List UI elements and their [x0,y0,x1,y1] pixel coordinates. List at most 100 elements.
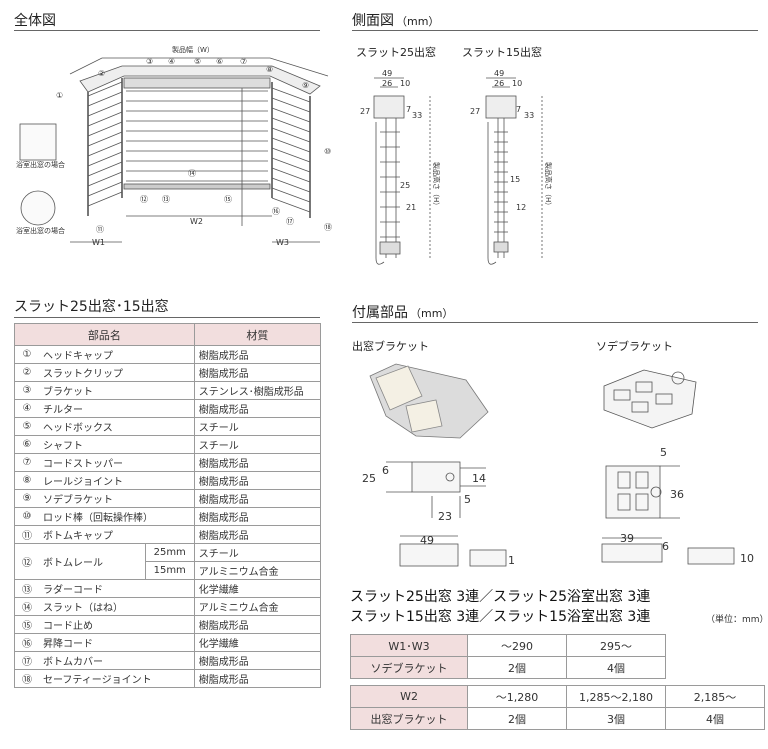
s25-dim-10: 10 [400,79,410,88]
part-subtype: 25mm [144,543,195,562]
sode-bracket-label: ソデブラケット [596,340,673,353]
part-material: 樹脂成形品 [193,399,322,418]
callout-12: ⑫ [140,195,148,204]
side-view-title-text: 側面図 [352,13,394,29]
sode-dim-10: 10 [740,552,754,565]
s25-dim-7: 7 [406,105,411,114]
sode-dim-5: 5 [660,446,667,459]
callout-17: ⑰ [286,217,294,226]
w2-range-2: 1,285～2,180 [566,685,666,708]
side-view-diagram: 49 26 10 27 7 33 25 21 49 26 10 27 7 33 … [360,69,553,265]
part-material: アルミニウム合金 [193,561,322,580]
part-number: ⑤ [14,417,39,436]
accessories-title-text: 付属部品 [352,305,408,321]
demado-qty-3: 4個 [665,707,765,730]
w1w3-range-1: ～290 [467,634,567,657]
part-name: チルター [39,399,195,418]
part-material: スチール [193,435,322,454]
part-name: コードストッパー [39,453,195,472]
s15-dim-33: 33 [524,111,534,120]
part-name: セーフティージョイント [39,669,195,688]
accessories-unit: （mm） [410,307,454,320]
right-slats [271,87,311,213]
table-row: 出窓ブラケット 2個 3個 4個 [350,707,765,730]
w1w3-range-2: 295～ [566,634,666,657]
part-material: 樹脂成形品 [193,507,322,526]
s15-dim-10: 10 [512,79,522,88]
product-width-label: 製品幅（W） [172,45,214,54]
s25-dim-33: 33 [412,111,422,120]
demado-dim-11: 11 [508,554,516,567]
parts-header-row: 部品名 材質 [14,323,322,346]
callout-16: ⑯ [272,207,280,216]
demado-bracket-header: 出窓ブラケット [350,707,468,730]
demado-dim-49: 49 [420,534,434,547]
part-material: 化学繊維 [193,633,322,652]
callout-15: ⑮ [224,195,232,204]
part-name: ヘッドボックス [39,417,195,436]
part-number: ⑯ [14,633,39,652]
callout-13: ⑬ [162,195,170,204]
demado-bracket-drawing: 6 25 14 5 23 49 11 [362,363,516,567]
part-material: 樹脂成形品 [193,651,322,670]
side-view-rule [352,30,758,31]
sode-bracket-header: ソデブラケット [350,656,468,679]
overall-title: 全体図 [14,13,56,29]
sode-qty-2: 4個 [566,656,666,679]
part-material: ステンレス･樹脂成形品 [193,381,322,400]
parts-title: スラット25出窓･15出窓 [14,299,169,315]
sode-dim-39: 39 [620,532,634,545]
accessories-rule [352,322,758,323]
part-name: シャフト [39,435,195,454]
callout-8: ⑧ [266,65,273,74]
part-name: ヘッドキャップ [39,345,195,364]
part-name: スラット（はね） [39,597,195,616]
sode-dim-6: 6 [662,540,669,553]
sode-bracket-drawing: 5 36 6 39 10 [601,369,754,565]
part-number: ⑩ [14,507,39,526]
inset-box-1 [19,123,57,161]
part-material: 樹脂成形品 [193,525,322,544]
s15-height-label: 製品高さ（H） [544,162,553,209]
slat25-ladder [380,131,400,238]
part-material: 樹脂成形品 [193,489,322,508]
w3-label: W3 [276,238,289,247]
s25-dim-25: 25 [400,181,410,190]
table-row: 15mm アルミニウム合金 [15,561,322,580]
table-row: W1･W3 ～290 295～ [350,634,666,657]
sode-bracket-qty-table: W1･W3 ～290 295～ ソデブラケット 2個 4個 [350,634,666,679]
s25-height-label: 製品高さ（H） [432,162,441,209]
callout-18: ⑱ [324,223,332,232]
part-name: 昇降コード [39,633,195,652]
demado-qty-2: 3個 [566,707,666,730]
center-slats [126,90,268,182]
part-name: ボトムカバー [39,651,195,670]
part-number: ④ [14,399,39,418]
part-material: アルミニウム合金 [193,597,322,616]
w2-range-3: 2,185～ [665,685,765,708]
callout-7: ⑦ [240,57,247,66]
callout-10: ⑩ [324,147,331,156]
part-name: ボトムキャップ [39,525,195,544]
part-material: スチール [193,417,322,436]
demado-qty-1: 2個 [467,707,567,730]
side-view-title: 側面図（mm） [352,10,439,30]
part-number: ① [14,345,39,364]
s25-dim-26: 26 [382,79,392,88]
part-number: ⑱ [14,669,39,688]
parts-header-name: 部品名 [14,323,195,346]
table-row: ソデブラケット 2個 4個 [350,656,666,679]
callout-9: ⑨ [302,81,309,90]
inset-circle-2 [20,190,56,226]
part-name: スラットクリップ [39,363,195,382]
part-number: ⑥ [14,435,39,454]
part-number: ⑬ [14,579,39,598]
demado-dim-23: 23 [438,510,452,523]
